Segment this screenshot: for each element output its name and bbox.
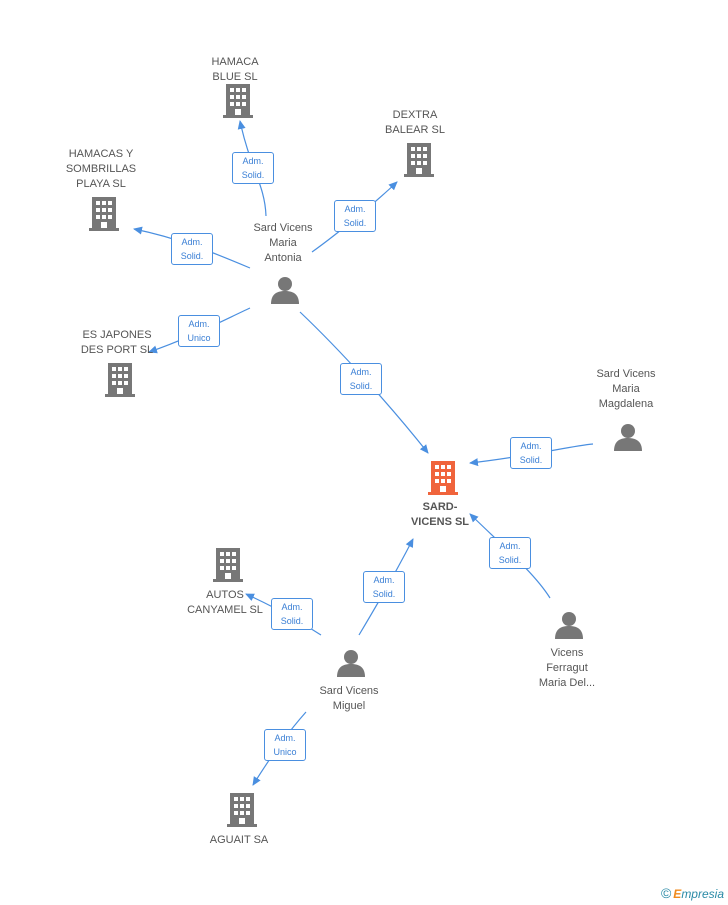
relation-badge[interactable]: Adm. Solid. bbox=[271, 598, 313, 630]
person-icon[interactable] bbox=[337, 650, 365, 677]
building-icon[interactable] bbox=[89, 197, 119, 231]
node-label-vicens_ferragut[interactable]: Vicens Ferragut Maria Del... bbox=[538, 647, 596, 689]
empresia-logo[interactable]: ©Empresia bbox=[661, 885, 724, 901]
building-icon[interactable] bbox=[213, 548, 243, 582]
building-icon[interactable] bbox=[227, 793, 257, 827]
node-label-aguait[interactable]: AGUAIT SA bbox=[209, 834, 269, 846]
relation-badge[interactable]: Adm. Solid. bbox=[232, 152, 274, 184]
relation-badge[interactable]: Adm. Solid. bbox=[340, 363, 382, 395]
node-label-es_japones[interactable]: ES JAPONES DES PORT SL bbox=[80, 329, 154, 356]
relation-badge[interactable]: Adm. Solid. bbox=[334, 200, 376, 232]
node-label-autos[interactable]: AUTOS CANYAMEL SL bbox=[187, 589, 263, 616]
person-icon[interactable] bbox=[271, 277, 299, 304]
nodes-layer bbox=[89, 84, 642, 827]
building-icon[interactable] bbox=[428, 461, 458, 495]
relation-badge[interactable]: Adm. Solid. bbox=[363, 571, 405, 603]
node-label-dextra[interactable]: DEXTRA BALEAR SL bbox=[385, 109, 445, 136]
node-label-sard_magdalena[interactable]: Sard Vicens Maria Magdalena bbox=[596, 368, 656, 410]
building-icon[interactable] bbox=[404, 143, 434, 177]
person-icon[interactable] bbox=[555, 612, 583, 639]
brand-initial: E bbox=[673, 887, 682, 901]
relation-badge[interactable]: Adm. Unico bbox=[178, 315, 220, 347]
person-icon[interactable] bbox=[614, 424, 642, 451]
node-label-hamaca_blue[interactable]: HAMACA BLUE SL bbox=[211, 56, 259, 83]
relation-badge[interactable]: Adm. Unico bbox=[264, 729, 306, 761]
relation-badge[interactable]: Adm. Solid. bbox=[171, 233, 213, 265]
node-label-sard_antonia[interactable]: Sard Vicens Maria Antonia bbox=[253, 222, 313, 264]
brand-name: mpresia bbox=[681, 887, 724, 901]
relation-badge[interactable]: Adm. Solid. bbox=[489, 537, 531, 569]
node-label-sard_miguel[interactable]: Sard Vicens Miguel bbox=[319, 685, 379, 712]
node-label-hamacas_sombrillas[interactable]: HAMACAS Y SOMBRILLAS PLAYA SL bbox=[65, 148, 137, 190]
node-label-sard_vicens_sl[interactable]: SARD- VICENS SL bbox=[410, 501, 470, 528]
copyright-icon: © bbox=[660, 885, 672, 901]
relation-badge[interactable]: Adm. Solid. bbox=[510, 437, 552, 469]
building-icon[interactable] bbox=[223, 84, 253, 118]
building-icon[interactable] bbox=[105, 363, 135, 397]
